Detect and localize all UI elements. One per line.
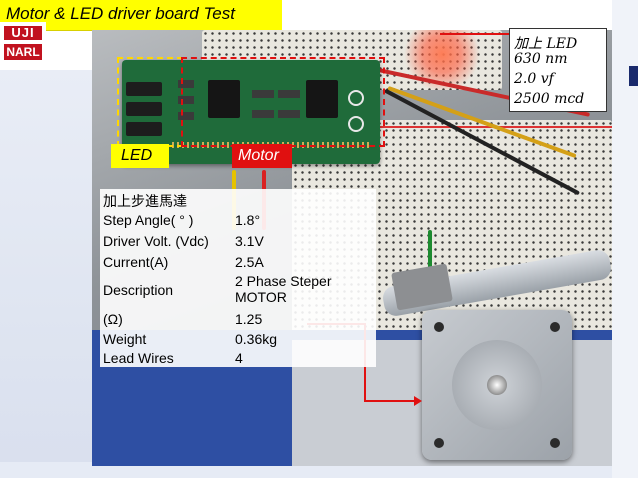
- motor-label-text: Motor: [238, 147, 279, 164]
- component: [278, 90, 300, 98]
- led-callout-line: [440, 33, 510, 35]
- led-highlight-box: [117, 57, 183, 147]
- driver-chip: [306, 80, 338, 118]
- motor-label: Motor: [232, 144, 292, 168]
- logo-line-2: NARL: [4, 44, 42, 60]
- spec-table-title: 加上步進馬達: [103, 194, 187, 210]
- spec-value: 2 Phase Steper MOTOR: [235, 273, 332, 305]
- spec-key: (Ω): [103, 311, 123, 327]
- motor-spec-table: 加上步進馬達 Step Angle( ° ) 1.8° Driver Volt.…: [100, 189, 376, 367]
- led-label-text: LED: [121, 147, 153, 164]
- component: [252, 90, 274, 98]
- motor-face: [452, 340, 542, 430]
- led-spec-line: 加上 LED: [514, 36, 578, 52]
- spec-key: Driver Volt. (Vdc): [103, 233, 209, 249]
- led-spec-line: 2500 mcd: [514, 91, 585, 107]
- spec-key: Lead Wires: [103, 350, 174, 366]
- stepper-motor: [422, 310, 572, 460]
- component: [178, 112, 194, 120]
- connector-block: [126, 122, 162, 136]
- slide-title: Motor & LED driver board Test: [6, 4, 235, 23]
- spec-key: Description: [103, 282, 174, 298]
- spec-value: 3.1V: [235, 233, 264, 249]
- mount-hole: [434, 322, 444, 332]
- connector-block: [126, 82, 162, 96]
- spec-key: Weight: [103, 331, 147, 347]
- led-label: LED: [111, 144, 169, 168]
- logo: UJI NARL: [0, 22, 46, 66]
- arrow-head-icon: [414, 396, 422, 406]
- driver-chip: [208, 80, 240, 118]
- component: [278, 110, 300, 118]
- mount-hole: [550, 438, 560, 448]
- spec-value: 4: [235, 350, 243, 366]
- led-spec-line: 630 nm: [514, 51, 568, 67]
- component: [178, 96, 194, 104]
- slide-right-mark: [629, 66, 638, 86]
- spec-value: 1.8°: [235, 212, 261, 228]
- motor-callout-line: [364, 400, 420, 402]
- component: [252, 110, 274, 118]
- wire-green: [428, 230, 432, 276]
- led-spec-line: 2.0 vf: [514, 71, 554, 87]
- mount-hole: [434, 438, 444, 448]
- coil: [348, 90, 364, 106]
- connector-block: [126, 102, 162, 116]
- coil: [348, 116, 364, 132]
- spec-value: 2.5A: [235, 254, 264, 270]
- spec-key: Step Angle( ° ): [103, 212, 194, 228]
- led-spec-callout: 加上 LED 630 nm 2.0 vf 2500 mcd: [509, 28, 607, 112]
- component: [178, 80, 194, 88]
- mount-hole: [550, 322, 560, 332]
- spec-value: 0.36kg: [235, 331, 278, 347]
- motor-shaft: [487, 375, 507, 395]
- slide-bottom-stripe: [0, 462, 638, 478]
- slide-side-stripe: [0, 70, 92, 478]
- logo-line-1: UJI: [4, 26, 42, 40]
- spec-value: 1.25: [235, 311, 263, 327]
- spec-key: Current(A): [103, 254, 169, 270]
- slide-title-bar: Motor & LED driver board Test: [0, 0, 282, 31]
- motor-highlight-box: [181, 57, 385, 147]
